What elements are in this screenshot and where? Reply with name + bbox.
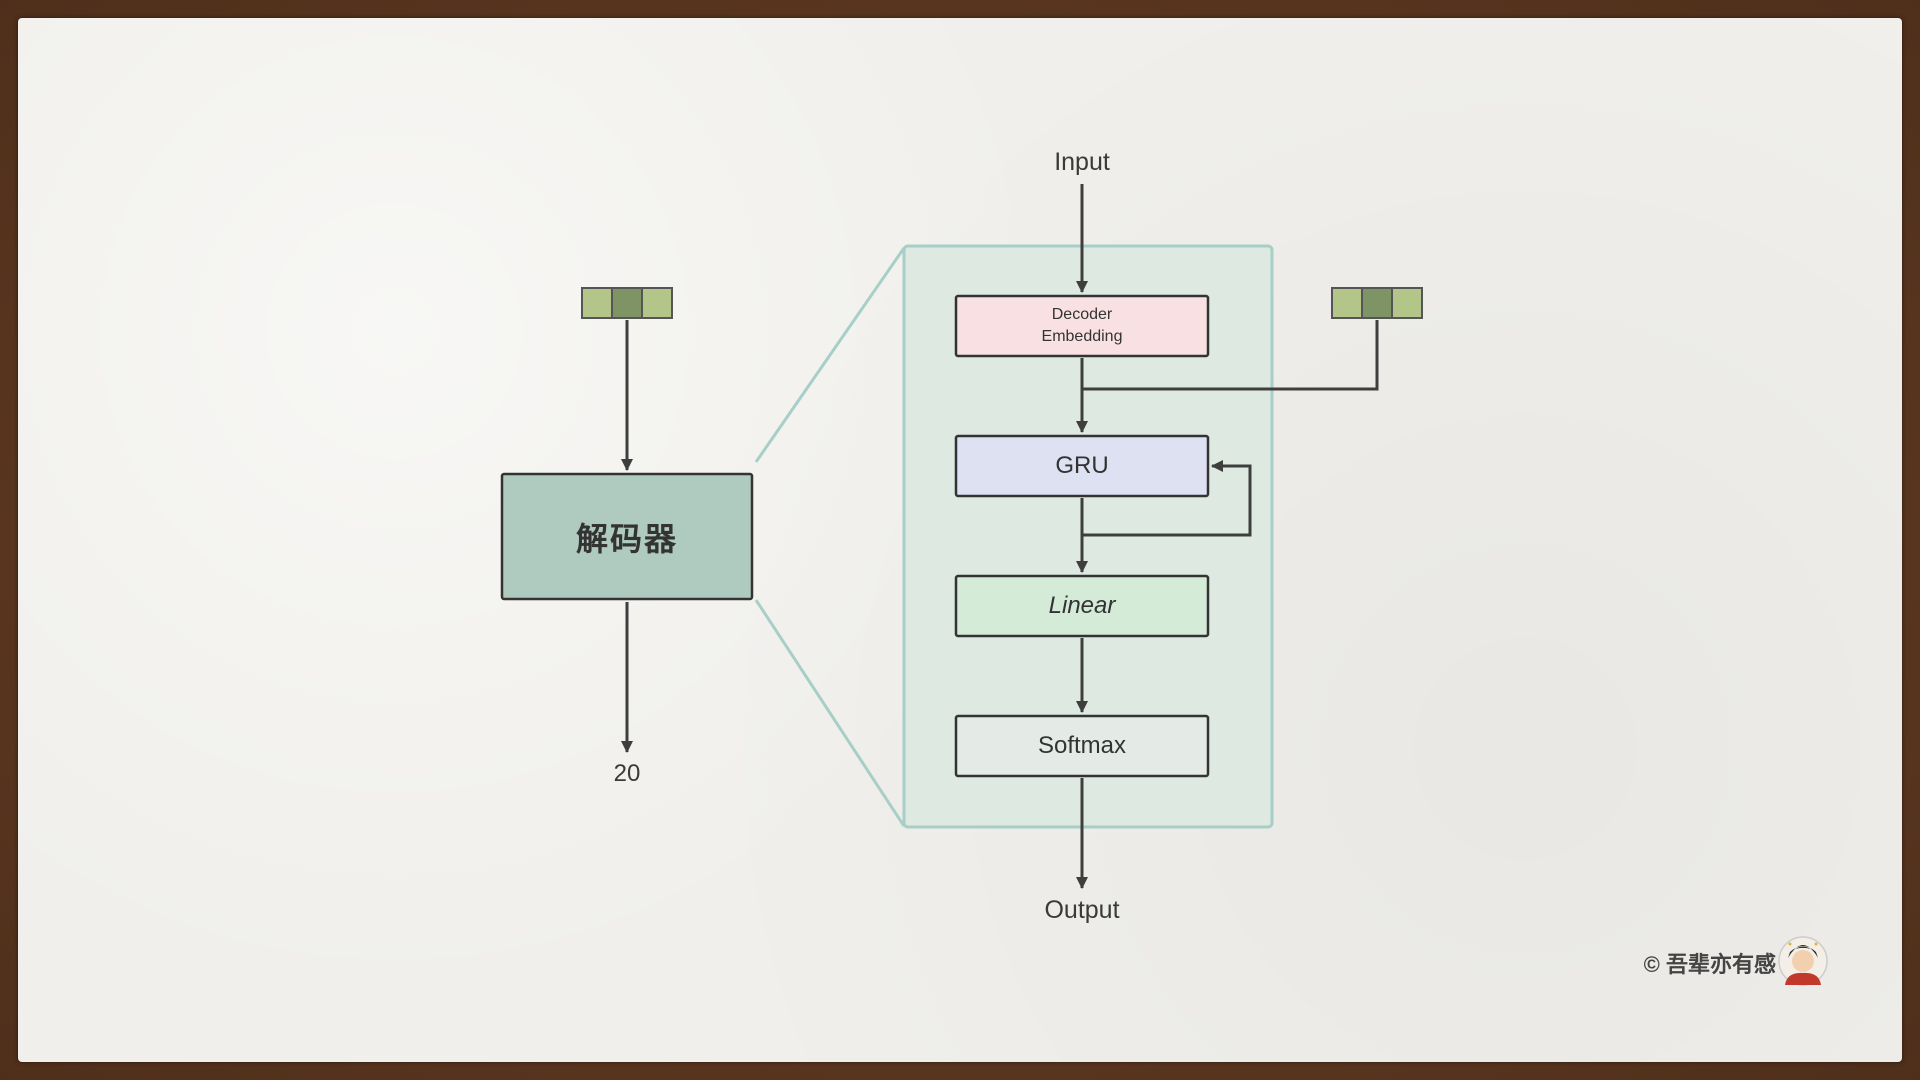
linear-label: Linear	[1048, 592, 1116, 619]
linear-box	[954, 574, 1210, 638]
embedding-label-line2: Embedding	[1041, 328, 1123, 345]
gru-recurrent-loop	[1082, 460, 1252, 537]
output-label: Output	[1044, 896, 1120, 924]
copyright-text: © 吾辈亦有感	[1643, 952, 1776, 977]
embedding-box	[954, 294, 1210, 358]
decoder-output-value: 20	[613, 760, 641, 787]
decoder-box	[500, 472, 754, 601]
hidden-state-feed-line	[1082, 320, 1379, 391]
softmax-label: Softmax	[1037, 732, 1127, 759]
hidden-state-vector-left	[581, 287, 673, 319]
softmax-box	[954, 714, 1210, 778]
decoder-label: 解码器	[575, 520, 678, 557]
embedding-label-line1: Decoder	[1051, 306, 1113, 323]
gru-box	[954, 434, 1210, 498]
gru-label: GRU	[1055, 452, 1109, 479]
embedding-label: Decoder Embedding	[956, 296, 1208, 356]
zoom-line-bottom	[754, 599, 906, 827]
hidden-state-vector-right	[1331, 287, 1423, 319]
input-label: Input	[1054, 148, 1110, 176]
avatar-icon	[1778, 936, 1828, 986]
zoom-line-top	[754, 247, 906, 463]
